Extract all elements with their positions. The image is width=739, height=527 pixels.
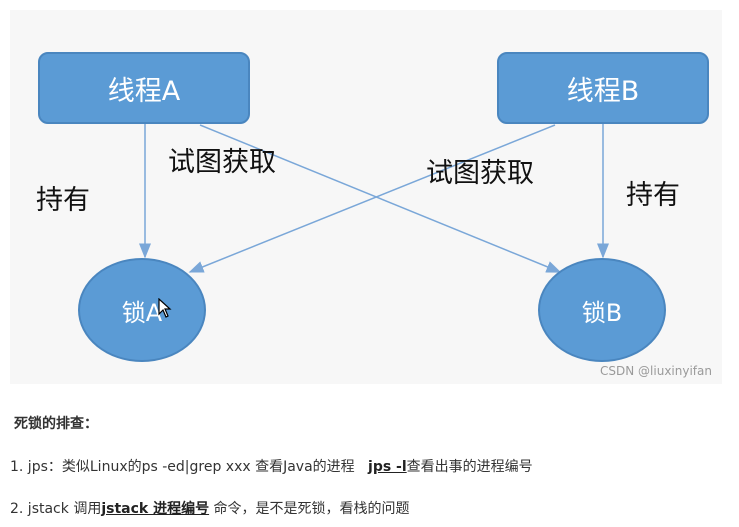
hold-label-left: 持有: [36, 185, 90, 216]
item-text: 1. jps：类似Linux的ps -ed|grep xxx 查看Java的进程: [10, 459, 355, 475]
try-acquire-label-right: 试图获取: [426, 158, 534, 189]
arrow-a-tries-lock-b: [199, 124, 562, 273]
thread-a-label: 线程A: [107, 75, 181, 107]
mouse-cursor-icon: [158, 298, 172, 318]
arrow-b-tries-lock-a: [188, 124, 556, 273]
try-acquire-label-left: 试图获取: [168, 147, 276, 178]
item-keyword: jstack 进程编号: [101, 501, 210, 517]
item-text: 2. jstack 调用: [10, 501, 102, 517]
deadlock-diagram: 线程A 线程B 锁A 锁B 持有 持有 试图获取 试图获取 CSDN @liux…: [10, 10, 722, 384]
thread-a-node: 线程A: [38, 52, 250, 124]
section-title: 死锁的排查：: [14, 416, 98, 432]
lock-a-label: 锁A: [121, 298, 163, 327]
list-item: 1. jps：类似Linux的ps -ed|grep xxx 查看Java的进程…: [10, 456, 533, 476]
thread-b-node: 线程B: [497, 52, 709, 124]
watermark-text: CSDN @liuxinyifan: [600, 364, 712, 378]
item-suffix: 命令，是不是死锁，看栈的问题: [213, 501, 410, 517]
hold-label-right: 持有: [626, 180, 680, 211]
lock-b-node: 锁B: [538, 258, 666, 362]
lock-b-label: 锁B: [581, 298, 623, 327]
lock-a-node: 锁A: [78, 258, 206, 362]
item-suffix: 查看出事的进程编号: [406, 459, 533, 475]
list-item: 2. jstack 调用jstack 进程编号 命令，是不是死锁，看栈的问题: [10, 498, 410, 518]
arrows-layer: [139, 122, 609, 273]
thread-b-label: 线程B: [566, 75, 640, 107]
item-keyword: jps -l: [368, 459, 407, 475]
